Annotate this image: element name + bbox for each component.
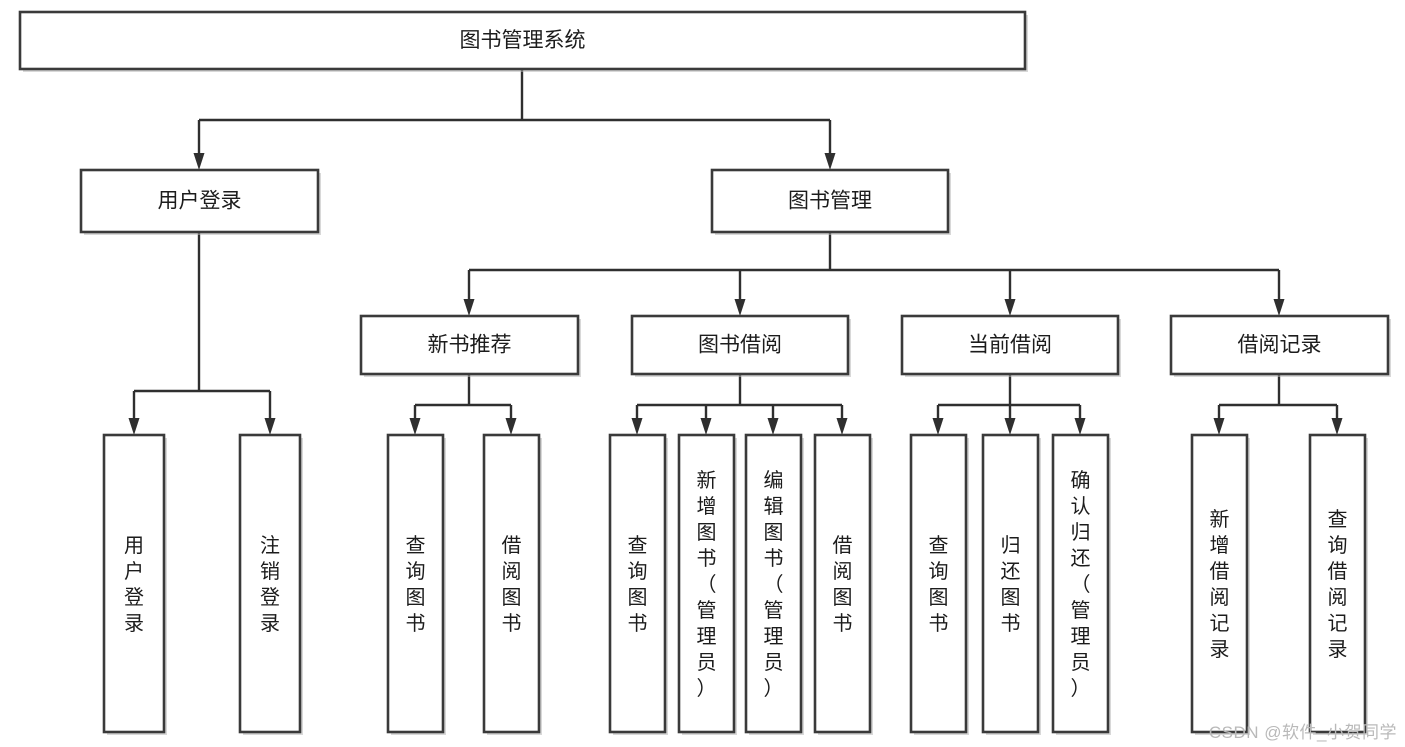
level3-node-book-borrow[interactable]: 图书借阅 [630,314,851,377]
connector-group [128,232,276,435]
watermark-text: CSDN @软件_小贺同学 [1208,723,1397,742]
node-rect[interactable] [608,433,667,734]
level3-node-new-book-recommend[interactable]: 新书推荐 [359,314,581,377]
node-rect[interactable] [482,433,541,734]
node-label: 查询借阅记录 [1328,508,1348,661]
leaf-node-leaf-user-login[interactable]: 用户登录 [102,433,167,735]
level2-node-user-login[interactable]: 用户登录 [79,168,321,235]
node-rect[interactable] [79,168,320,234]
connector-group [631,374,848,435]
node-rect[interactable] [981,433,1040,734]
arrow-head-icon [734,299,746,316]
node-rect[interactable] [677,433,736,734]
node-rect[interactable] [238,433,302,734]
node-rect[interactable] [744,433,803,734]
leaf-node-leaf-query-record[interactable]: 查询借阅记录 [1308,433,1368,735]
connector-group [932,374,1086,435]
node-rect[interactable] [1190,433,1249,734]
connector-group [409,374,517,435]
node-label: 图书管理 [788,190,872,213]
leaf-node-leaf-return-book[interactable]: 归还图书 [981,433,1041,735]
leaf-node-leaf-query-book-1[interactable]: 查询图书 [386,433,446,735]
node-label: 查询图书 [929,534,949,635]
arrow-head-icon [1331,418,1343,435]
arrow-head-icon [932,418,944,435]
leaf-node-leaf-query-book-2[interactable]: 查询图书 [608,433,668,735]
arrow-head-icon [1273,299,1285,316]
arrow-head-icon [1004,299,1016,316]
arrow-head-icon [193,153,205,170]
arrow-head-icon [463,299,475,316]
arrow-head-icon [1004,418,1016,435]
node-rect[interactable] [1308,433,1367,734]
arrow-head-icon [700,418,712,435]
node-rect[interactable] [630,314,850,376]
arrow-head-icon [1074,418,1086,435]
node-label: 查询图书 [406,534,426,635]
node-label: 新增借阅记录 [1210,508,1230,661]
nodes-layer: 图书管理系统用户登录图书管理新书推荐图书借阅当前借阅借阅记录用户登录注销登录查询… [18,10,1391,735]
node-label: 用户登录 [124,535,144,635]
node-label: 新增图书（管理员） [697,469,717,700]
leaf-node-leaf-add-record[interactable]: 新增借阅记录 [1190,433,1250,735]
node-label: 编辑图书（管理员） [764,469,784,700]
leaf-node-leaf-confirm-return[interactable]: 确认归还（管理员） [1051,433,1111,735]
node-rect[interactable] [1051,433,1110,734]
node-rect[interactable] [359,314,580,376]
node-rect[interactable] [386,433,445,734]
connector-group [193,69,836,170]
arrow-head-icon [409,418,421,435]
node-rect[interactable] [900,314,1120,376]
leaf-node-leaf-borrow-book-2[interactable]: 借阅图书 [813,433,873,735]
node-label: 确认归还（管理员） [1071,469,1091,700]
node-rect[interactable] [102,433,166,734]
arrow-head-icon [836,418,848,435]
node-rect[interactable] [18,10,1027,71]
node-label: 图书借阅 [698,334,782,357]
node-rect[interactable] [909,433,968,734]
level3-node-current-borrow[interactable]: 当前借阅 [900,314,1121,377]
node-rect[interactable] [813,433,872,734]
leaf-node-leaf-query-book-3[interactable]: 查询图书 [909,433,969,735]
leaf-node-leaf-user-logout[interactable]: 注销登录 [238,433,303,735]
arrow-head-icon [824,153,836,170]
arrow-head-icon [767,418,779,435]
node-label: 图书管理系统 [460,29,586,52]
leaf-node-leaf-edit-book[interactable]: 编辑图书（管理员） [744,433,804,735]
connector-group [463,232,1285,316]
arrow-head-icon [505,418,517,435]
connectors-layer [128,69,1343,435]
node-rect[interactable] [710,168,950,234]
node-label: 用户登录 [158,190,242,213]
level3-node-borrow-record[interactable]: 借阅记录 [1169,314,1391,377]
node-label: 查询图书 [628,534,648,635]
node-label: 归还图书 [1001,534,1021,635]
node-label: 当前借阅 [968,334,1052,357]
node-label: 借阅图书 [502,534,522,635]
node-label: 借阅记录 [1238,334,1322,357]
leaf-node-leaf-add-book[interactable]: 新增图书（管理员） [677,433,737,735]
node-label: 新书推荐 [428,334,512,357]
root-node[interactable]: 图书管理系统 [18,10,1028,72]
arrow-head-icon [264,418,276,435]
arrow-head-icon [631,418,643,435]
connector-group [1213,374,1343,435]
node-label: 注销登录 [260,534,280,635]
arrow-head-icon [128,418,140,435]
level2-node-book-manage[interactable]: 图书管理 [710,168,951,235]
arrow-head-icon [1213,418,1225,435]
node-rect[interactable] [1169,314,1390,376]
node-label: 借阅图书 [833,534,853,635]
leaf-node-leaf-borrow-book-1[interactable]: 借阅图书 [482,433,542,735]
